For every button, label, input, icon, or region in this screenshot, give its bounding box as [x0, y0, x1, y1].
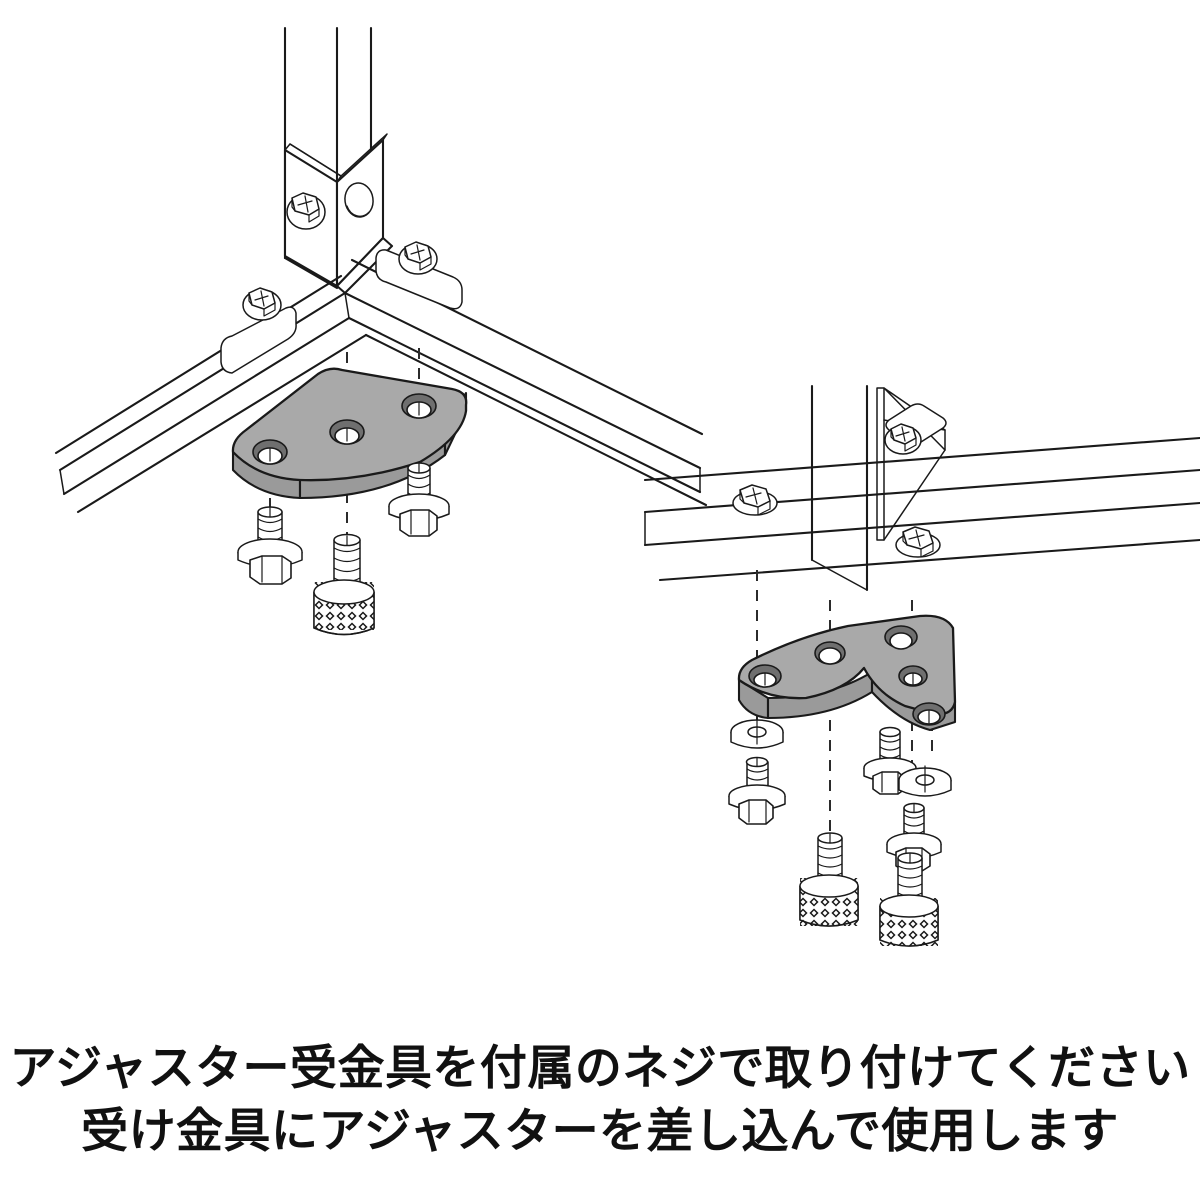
vertical-post: [810, 384, 869, 592]
horizontal-rail-side: [343, 241, 708, 507]
knurled-adjuster-screw: [879, 852, 939, 947]
left-panel: [54, 26, 708, 636]
hex-flange-screw: [728, 756, 786, 825]
plate-hole: [401, 393, 437, 419]
horizontal-rail: [643, 436, 1200, 582]
plate-hole: [814, 641, 846, 665]
hex-flange-screw: [863, 726, 917, 795]
caption-block: アジャスター受金具を付属のネジで取り付けてください 受け金具にアジャスターを差し…: [0, 1000, 1200, 1200]
plate-hole: [912, 702, 946, 726]
plate-hole: [748, 664, 782, 688]
plate-hole: [329, 419, 365, 445]
adjuster-receiver-plate: [231, 367, 468, 500]
right-panel: [643, 384, 1200, 947]
plate-hole: [252, 439, 288, 465]
mounting-hex-screw: [286, 192, 326, 230]
horizontal-rail-front: [54, 274, 368, 514]
mounting-hex-screw: [242, 287, 282, 321]
flat-washer: [898, 765, 952, 797]
caption-line-1: アジャスター受金具を付属のネジで取り付けてください: [9, 1040, 1191, 1096]
mounting-hex-screw: [732, 484, 778, 516]
mounting-hex-screw: [398, 241, 438, 275]
flat-washer: [730, 717, 784, 749]
knurled-adjuster-screw: [799, 832, 859, 927]
hex-flange-screw: [388, 462, 450, 537]
mounting-hex-screw: [884, 423, 922, 455]
plate-hole: [884, 625, 918, 650]
knurled-adjuster-screw: [313, 533, 375, 636]
caption-line-2: 受け金具にアジャスターを差し込んで使用します: [81, 1104, 1119, 1159]
adjuster-receiver-plate: [737, 614, 957, 732]
plate-hole: [898, 665, 928, 687]
hex-flange-screw: [237, 506, 303, 585]
corner-angle-bracket: [876, 387, 947, 541]
mounting-hex-screw: [895, 526, 941, 558]
assembly-illustration: [54, 26, 1200, 947]
